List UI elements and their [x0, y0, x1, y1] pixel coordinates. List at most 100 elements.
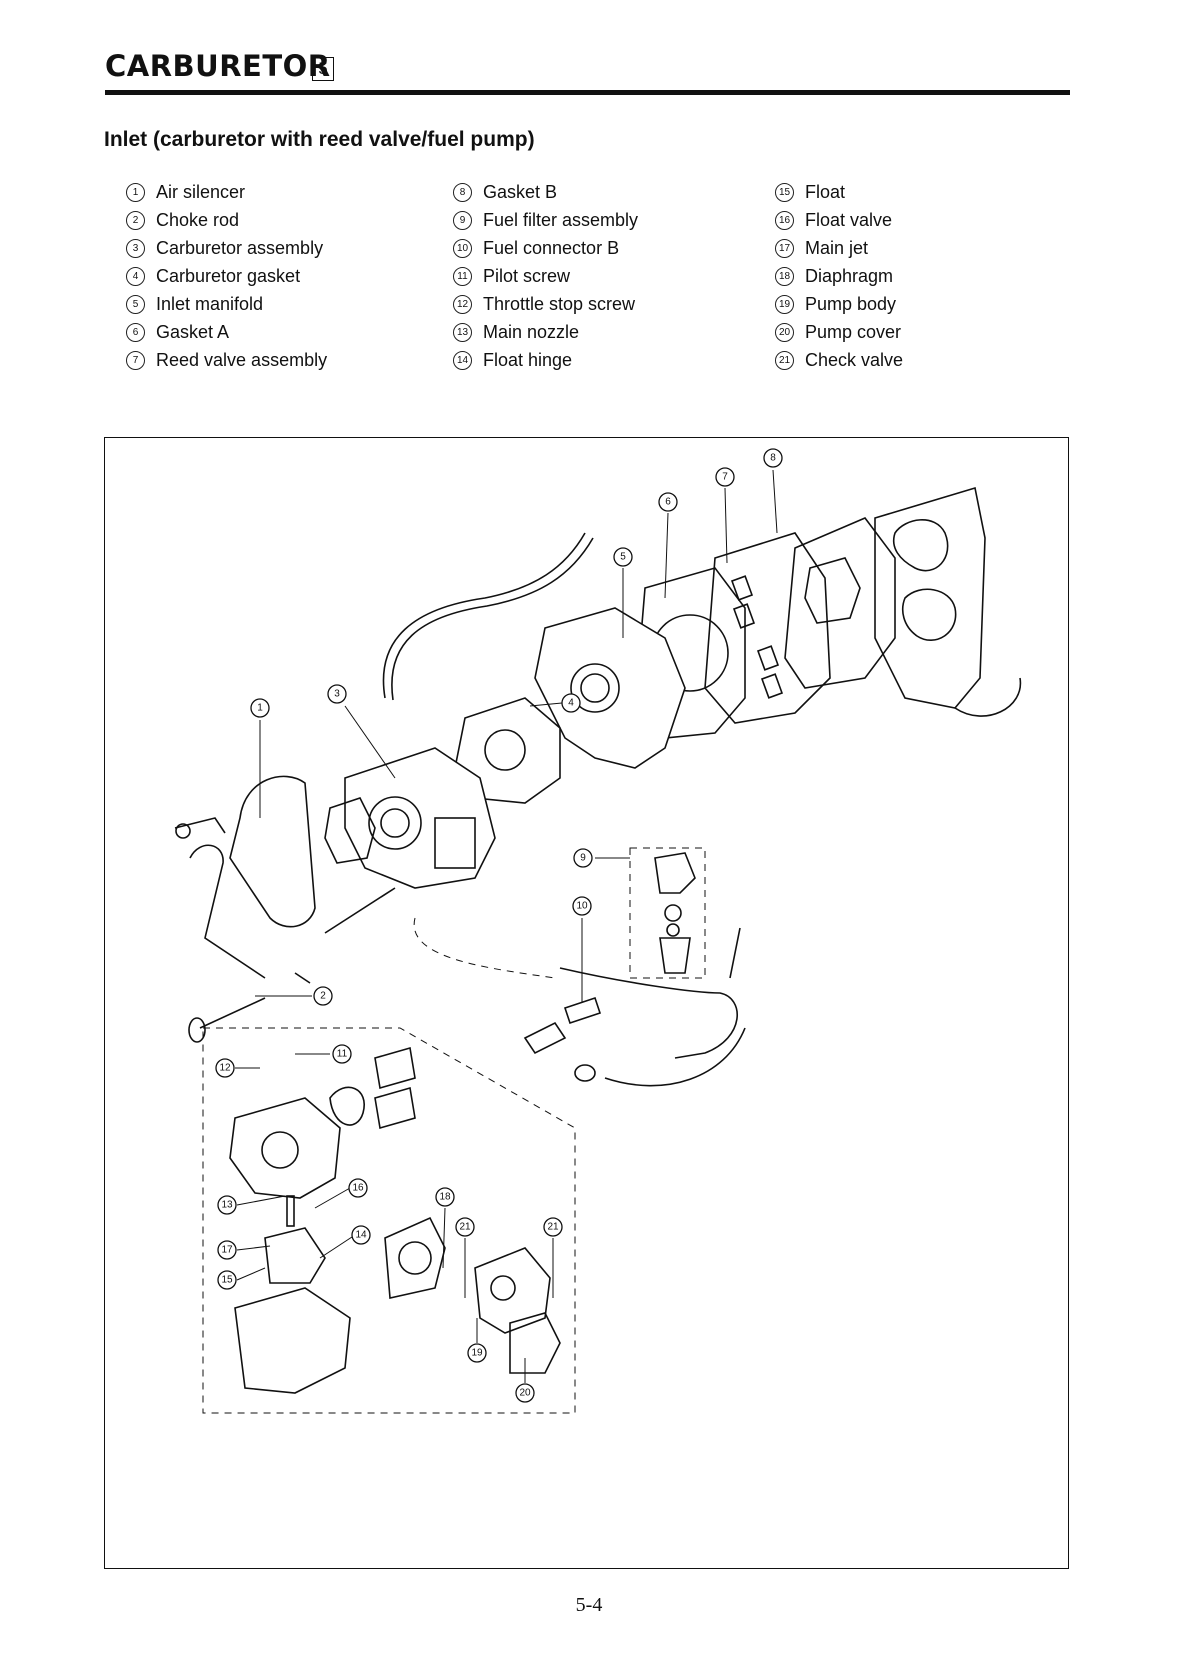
inlet-manifold-drawing: [534, 607, 686, 769]
callout-18: 18: [435, 1187, 455, 1207]
callout-7-text: 7: [722, 472, 728, 483]
callout-5: 5: [613, 547, 633, 567]
chapter-number-box: 5: [312, 57, 334, 81]
fuel-hose-vertical: [729, 927, 741, 979]
callout-6-text: 6: [665, 497, 671, 508]
legend-item: 2 Choke rod: [126, 206, 446, 234]
callout-10: 10: [572, 896, 592, 916]
legend-label: Carburetor assembly: [156, 237, 324, 258]
legend-label: Carburetor gasket: [156, 265, 301, 286]
reed-valve-drawing: [704, 532, 831, 724]
crankcase-drawing: [874, 486, 1022, 717]
legend-item: 15 Float: [775, 178, 1095, 206]
callout-2: 2: [313, 986, 333, 1006]
callout-21a: 21: [455, 1217, 475, 1237]
legend-item: 19 Pump body: [775, 290, 1095, 318]
legend-item: 12 Throttle stop screw: [453, 290, 773, 318]
legend-number: 4: [126, 266, 145, 286]
callout-9-text: 9: [580, 853, 586, 864]
legend-label: Inlet manifold: [156, 293, 264, 314]
legend-number: 5: [126, 294, 145, 314]
legend-item: 13 Main nozzle: [453, 318, 773, 346]
callout-16: 16: [348, 1178, 368, 1198]
legend-number: 19: [775, 294, 794, 314]
legend-label: Main nozzle: [483, 321, 580, 342]
fuel-hose-lower: [559, 967, 738, 1059]
legend-number: 16: [775, 210, 794, 230]
legend-item: 4 Carburetor gasket: [126, 262, 446, 290]
fuel-filter-drawing: [629, 847, 706, 979]
callout-21a-text: 21: [459, 1222, 471, 1233]
legend-number: 15: [775, 182, 794, 202]
callout-3: 3: [327, 684, 347, 704]
legend-number: 12: [453, 294, 472, 314]
callout-1-text: 1: [257, 703, 263, 714]
legend-number: 9: [453, 210, 472, 230]
page-number: 5-4: [575, 1594, 603, 1616]
page-header: CARBURETOR 5: [105, 48, 1070, 96]
exploded-diagram-frame: 1 2 3 4 5 6 7 8 9 10 11 12 13 14 15 16 1…: [104, 437, 1069, 1569]
callout-12-text: 12: [219, 1063, 231, 1074]
callout-15: 15: [217, 1270, 237, 1290]
callout-7: 7: [715, 467, 735, 487]
legend-number: 2: [126, 210, 145, 230]
callout-4-text: 4: [568, 698, 574, 709]
legend-item: 11 Pilot screw: [453, 262, 773, 290]
callout-1: 1: [250, 698, 270, 718]
legend-label: Pump body: [805, 293, 897, 314]
callout-2-text: 2: [320, 991, 326, 1002]
callout-20: 20: [515, 1383, 535, 1403]
legend-number: 7: [126, 350, 145, 370]
silencer-bracket: [189, 844, 266, 979]
callout-14: 14: [351, 1225, 371, 1245]
legend-label: Float hinge: [483, 349, 573, 370]
hose-route-dashed: [413, 917, 556, 979]
legend-label: Main jet: [805, 237, 869, 258]
legend-label: Choke rod: [156, 209, 240, 230]
legend-number: 11: [453, 266, 472, 286]
page-title: CARBURETOR: [105, 49, 331, 83]
legend-item: 17 Main jet: [775, 234, 1095, 262]
legend-label: Gasket B: [483, 181, 558, 202]
legend-label: Throttle stop screw: [483, 293, 636, 314]
header-rule: [105, 90, 1070, 95]
carburetor-detail-inset: [202, 1027, 576, 1414]
legend-label: Diaphragm: [805, 265, 894, 286]
section-title: Inlet (carburetor with reed valve/fuel p…: [104, 128, 535, 151]
legend-label: Gasket A: [156, 321, 230, 342]
exploded-diagram: 1 2 3 4 5 6 7 8 9 10 11 12 13 14 15 16 1…: [174, 448, 1022, 1414]
callout-9: 9: [573, 848, 593, 868]
legend-number: 10: [453, 238, 472, 258]
callout-19-text: 19: [471, 1348, 483, 1359]
callout-18-text: 18: [439, 1192, 451, 1203]
legend-label: Pilot screw: [483, 265, 571, 286]
legend-item: 6 Gasket A: [126, 318, 446, 346]
callout-17: 17: [217, 1240, 237, 1260]
callout-16-text: 16: [352, 1183, 364, 1194]
legend-number: 20: [775, 322, 794, 342]
callout-14-text: 14: [355, 1230, 367, 1241]
callout-10-text: 10: [576, 901, 588, 912]
legend-number: 17: [775, 238, 794, 258]
legend-item: 3 Carburetor assembly: [126, 234, 446, 262]
callout-20-text: 20: [519, 1388, 531, 1399]
legend-number: 6: [126, 322, 145, 342]
legend-number: 13: [453, 322, 472, 342]
carburetor-exploded-parts: [229, 1046, 561, 1394]
legend-number: 3: [126, 238, 145, 258]
callout-6: 6: [658, 492, 678, 512]
legend-label: Float: [805, 181, 846, 202]
legend-label: Pump cover: [805, 321, 902, 342]
legend-item: 5 Inlet manifold: [126, 290, 446, 318]
callout-21b-text: 21: [547, 1222, 559, 1233]
long-bolt: [324, 887, 396, 934]
legend-number: 14: [453, 350, 472, 370]
